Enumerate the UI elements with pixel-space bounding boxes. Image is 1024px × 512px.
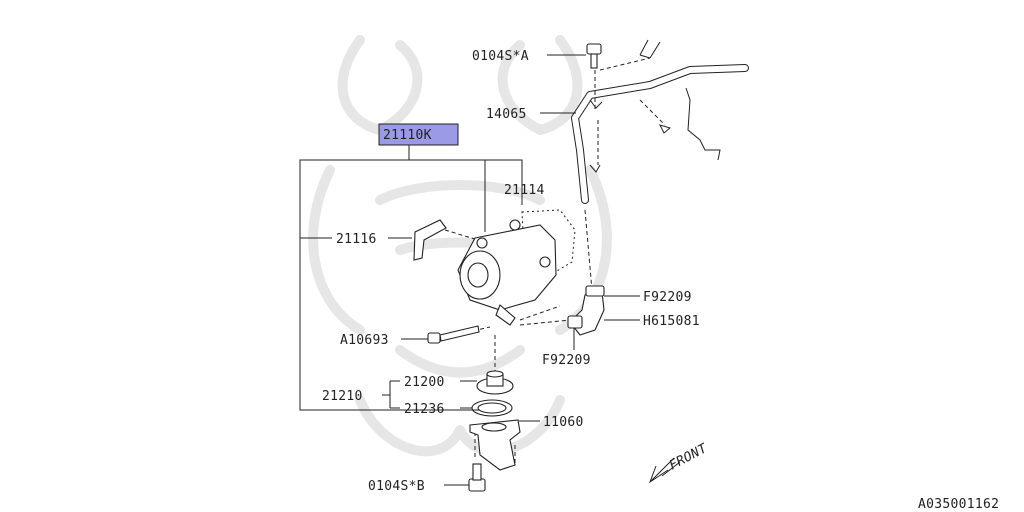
label-f92209-lower[interactable]: F92209 bbox=[542, 353, 591, 368]
bolt-0104s-a bbox=[586, 43, 602, 69]
label-f92209-upper[interactable]: F92209 bbox=[643, 290, 692, 305]
label-21236[interactable]: 21236 bbox=[404, 402, 445, 417]
label-11060[interactable]: 11060 bbox=[543, 415, 584, 430]
label-21200[interactable]: 21200 bbox=[404, 375, 445, 390]
label-21116[interactable]: 21116 bbox=[336, 232, 377, 247]
thermostat-gasket bbox=[471, 399, 513, 417]
thermostat-cover bbox=[469, 419, 521, 471]
label-21210[interactable]: 21210 bbox=[322, 389, 363, 404]
label-14065[interactable]: 14065 bbox=[486, 107, 527, 122]
pump-bracket bbox=[413, 219, 447, 261]
coolant-pipe bbox=[571, 39, 749, 204]
bypass-hose bbox=[567, 285, 605, 336]
label-h615081[interactable]: H615081 bbox=[643, 314, 700, 329]
thermostat bbox=[476, 370, 514, 395]
bolt-a10693 bbox=[427, 325, 480, 344]
main-part-highlight bbox=[378, 123, 459, 146]
bolt-0104s-b bbox=[468, 463, 486, 492]
label-0104s-a[interactable]: 0104S*A bbox=[472, 49, 529, 64]
leader-lines bbox=[299, 54, 640, 486]
front-arrow-icon bbox=[648, 457, 681, 484]
label-0104s-b[interactable]: 0104S*B bbox=[368, 479, 425, 494]
diagram-id: A035001162 bbox=[918, 497, 999, 512]
front-direction-label: FRONT bbox=[667, 441, 711, 474]
label-a10693[interactable]: A10693 bbox=[340, 333, 389, 348]
label-21114[interactable]: 21114 bbox=[504, 183, 545, 198]
label-21110k[interactable]: 21110K bbox=[383, 128, 432, 143]
watermark-emblem bbox=[308, 35, 612, 457]
water-pump bbox=[457, 219, 557, 326]
